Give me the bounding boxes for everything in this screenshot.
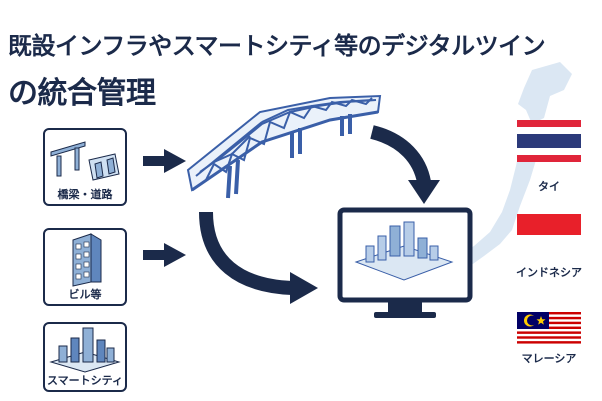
page-title-line-1: 既設インフラやスマートシティ等のデジタルツイン [8,32,546,60]
source-card-label: 橋梁・道路 [57,188,113,201]
arrow-bridge-to-monitor-head [408,180,440,204]
arrow-bridge-road [143,149,186,173]
page-title-line-2: の統合管理 [8,76,156,111]
arrow-sources-to-monitor [199,211,293,295]
country-label-malaysia: マレーシア [521,352,577,365]
source-card-label: スマートシティ [46,374,123,387]
source-card-building: ビル等 [43,228,127,306]
arrow-sources-to-monitor-head [290,272,318,304]
arrow-building [143,243,186,267]
arrow-bridge-to-monitor [370,125,431,184]
building-icon [72,233,102,287]
source-card-smart-city: スマートシティ [43,322,127,392]
bridge-road-icon [50,141,120,181]
digital-twin-city-icon [354,221,454,281]
malaysia-flag-icon [517,312,581,346]
bridge-illustration [186,94,382,199]
country-label-thailand: タイ [538,180,560,193]
country-label-indonesia: インドネシア [516,266,582,279]
thailand-flag-icon [517,120,581,162]
source-card-label: ビル等 [68,288,102,301]
smart-city-icon [49,327,121,373]
indonesia-flag-icon [517,214,581,256]
source-card-bridge-road: 橋梁・道路 [43,128,127,206]
